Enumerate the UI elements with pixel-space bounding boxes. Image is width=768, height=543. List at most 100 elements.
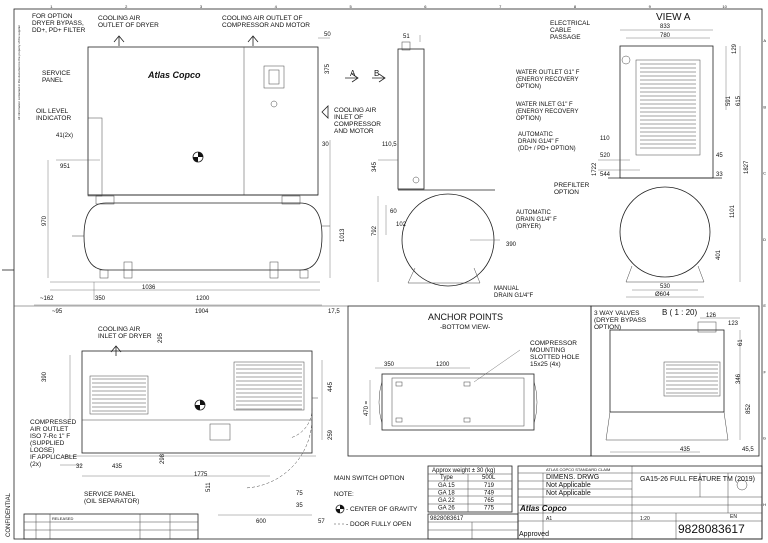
dim-label: 350 [95,296,106,302]
revision-block [23,513,199,540]
callout-drain2-3: (DRYER) [516,224,541,230]
property-note: All information contained in this docume… [17,25,21,120]
callout-manual-1: MANUAL [494,286,520,292]
dim-label: 530 [660,284,671,290]
column-marker: 3 [200,4,203,9]
dim-label: 75 [296,491,303,497]
dim-label: 110 [600,136,610,142]
dim-label: 1101 [730,204,736,218]
legend-cog-icon [335,504,345,514]
dim-label: 50 [324,32,331,38]
callout-outlet-7: (2x) [30,461,41,468]
section-mark-b: B [374,69,379,78]
anchor-callout-3: SLOTTED HOLE [530,354,580,361]
projection-symbol-icon [736,479,748,491]
anchor-subtitle: -BOTTOM VIEW- [440,324,490,331]
dim-label: 591 [726,95,732,106]
tb-description: GA15-26 FULL FEATURE TM (2019) [640,476,755,483]
column-marker: 6 [424,4,427,9]
center-of-gravity-top [194,399,206,411]
callout-prefilter-2: OPTION [554,189,579,196]
tb-size: A1 [546,516,552,522]
dim-label: 45 [716,153,723,159]
dim-label: 32 [76,464,83,470]
dim-label: 544 [600,172,611,178]
callout-service-sep-1: SERVICE PANEL [84,491,135,498]
weight-value: 775 [484,506,495,512]
weight-type: GA 18 [438,491,455,497]
callout-service-2: PANEL [42,77,63,84]
weight-value: 749 [484,491,495,497]
top-grille-right [233,361,305,411]
dim-label: 833 [660,24,671,30]
row-marker: E [763,303,766,308]
arrow-right-icon [372,73,386,83]
dim-label: 33 [716,172,723,178]
callout-water-out-2: (ENERGY RECOVERY [516,77,578,83]
anchor-callout-1: COMPRESSOR [530,340,577,347]
dim-label: 346 [736,373,742,384]
arrow-up-icon [110,345,122,356]
callout-dryer-out-2: OUTLET OF DRYER [98,22,159,29]
detail-b-callout-1: 3 WAY VALVES [594,310,640,317]
dim-label: 520 [600,153,611,159]
section-mark-a: A [350,69,356,78]
dim-label: 390 [42,371,48,382]
row-marker: A [763,38,766,43]
callout-drain1-3: (DD+ / PD+ OPTION) [518,146,576,152]
callout-dryer-in-2: INLET OF DRYER [98,333,152,340]
callout-prefilter-1: PREFILTER [554,182,590,189]
row-marker: D [763,237,766,242]
callout-cool-in-4: AND MOTOR [334,128,374,135]
dim-label: 126 [706,313,717,319]
detail-b [590,305,760,457]
weight-type: GA 22 [438,498,455,504]
dim-label: 375 [325,63,331,74]
callout-dryer-out-1: COOLING AIR [98,15,141,22]
front-view [34,35,386,306]
view-a-title: VIEW A [656,12,691,23]
callout-outlet-5: LOOSE) [30,447,55,454]
dim-label: ~95 [52,309,63,315]
dim-label: 970 [42,215,48,226]
dim-label: 345 [372,161,378,172]
callout-drain2-1: AUTOMATIC [516,210,551,216]
column-marker: 9 [649,4,652,9]
dim-label: 1904 [195,309,209,315]
detail-b-title: B ( 1 : 20) [662,308,697,317]
dim-label: 951 [60,164,71,170]
view-a [598,29,741,298]
top-cabinet [81,350,313,454]
column-marker: 2 [125,4,128,9]
weight-header: Approx weight ± 30 (kg) [432,468,495,474]
dim-label: 57 [318,519,325,525]
tb-doc-small: 9828083617 [430,516,464,522]
callout-outlet-6: IF APPLICABLE [30,454,78,461]
dim-label: 511 [206,482,212,492]
tb-standard: ATLAS COPCO STANDARD CLAIM [546,467,610,472]
callout-water-in-3: OPTION) [516,116,541,122]
dim-label: 1036 [142,285,156,291]
confidential-mark: CONFIDENTIAL [6,492,12,537]
legend-door-text: - DOOR FULLY OPEN [346,521,411,528]
callout-main-switch: MAIN SWITCH OPTION [334,475,405,482]
tb-scale: 1:20 [640,516,650,522]
callout-cable-3: PASSAGE [550,34,581,41]
dim-label: 435 [112,464,123,470]
callout-option-filter-3: DD+, PD+ FILTER [32,27,86,34]
dim-label: 401 [716,249,722,260]
detail-b-callout-2: (DRYER BYPASS [594,317,647,324]
callout-service-1: SERVICE [42,70,71,77]
dim-label: 792 [372,225,378,236]
column-marker: 1 [50,4,53,9]
weight-col-type: Type [440,475,454,481]
callout-water-out-3: OPTION) [516,84,541,90]
dim-label: 110,5 [382,142,397,148]
weight-value: 765 [484,498,495,504]
detail-b-box [590,305,760,457]
top-view [60,345,323,516]
dim-label: 123 [728,321,739,327]
dim-label: 17,5 [328,309,340,315]
